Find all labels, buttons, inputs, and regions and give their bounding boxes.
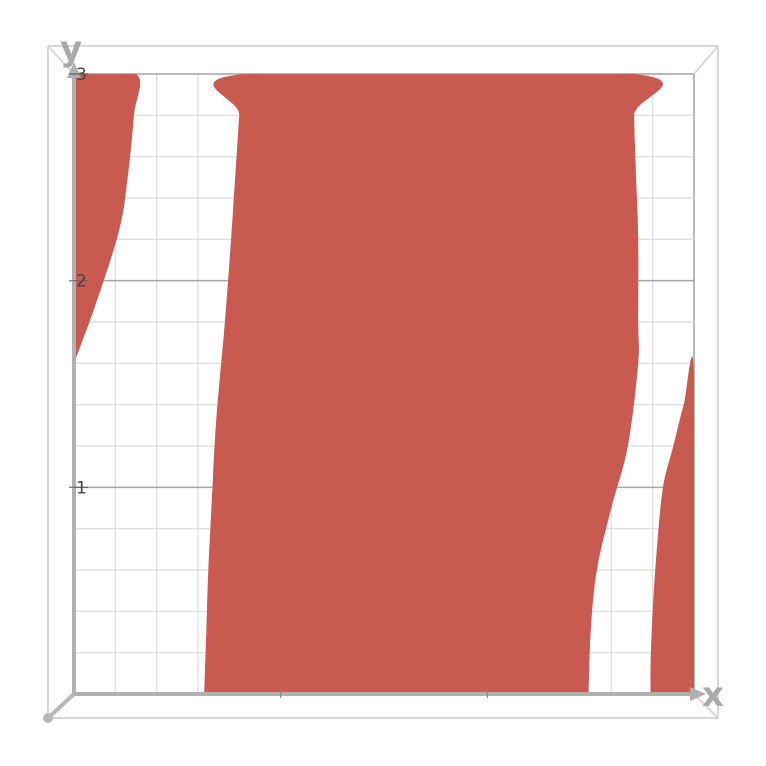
depth-axis-line <box>46 692 76 720</box>
x-axis-arrow <box>690 687 706 701</box>
shaded-region-1 <box>74 74 141 364</box>
axes: x y <box>60 29 724 715</box>
y-tick-label: 2 <box>76 272 87 292</box>
y-tick-label: 3 <box>76 65 87 85</box>
tick-marks: 1 2 3 <box>69 65 488 698</box>
frame-corner-bottom-right <box>693 693 719 719</box>
y-axis-label: y <box>60 29 82 69</box>
x-axis-label: x <box>702 675 724 715</box>
y-tick-label: 1 <box>76 478 87 498</box>
depth-axis-end <box>43 713 53 723</box>
shaded-region-2 <box>204 74 663 694</box>
frame-corner-top-right <box>693 45 719 75</box>
shaded-region-3 <box>650 356 694 694</box>
shaded-regions <box>74 74 694 694</box>
frame-corner-top-left <box>47 45 75 75</box>
